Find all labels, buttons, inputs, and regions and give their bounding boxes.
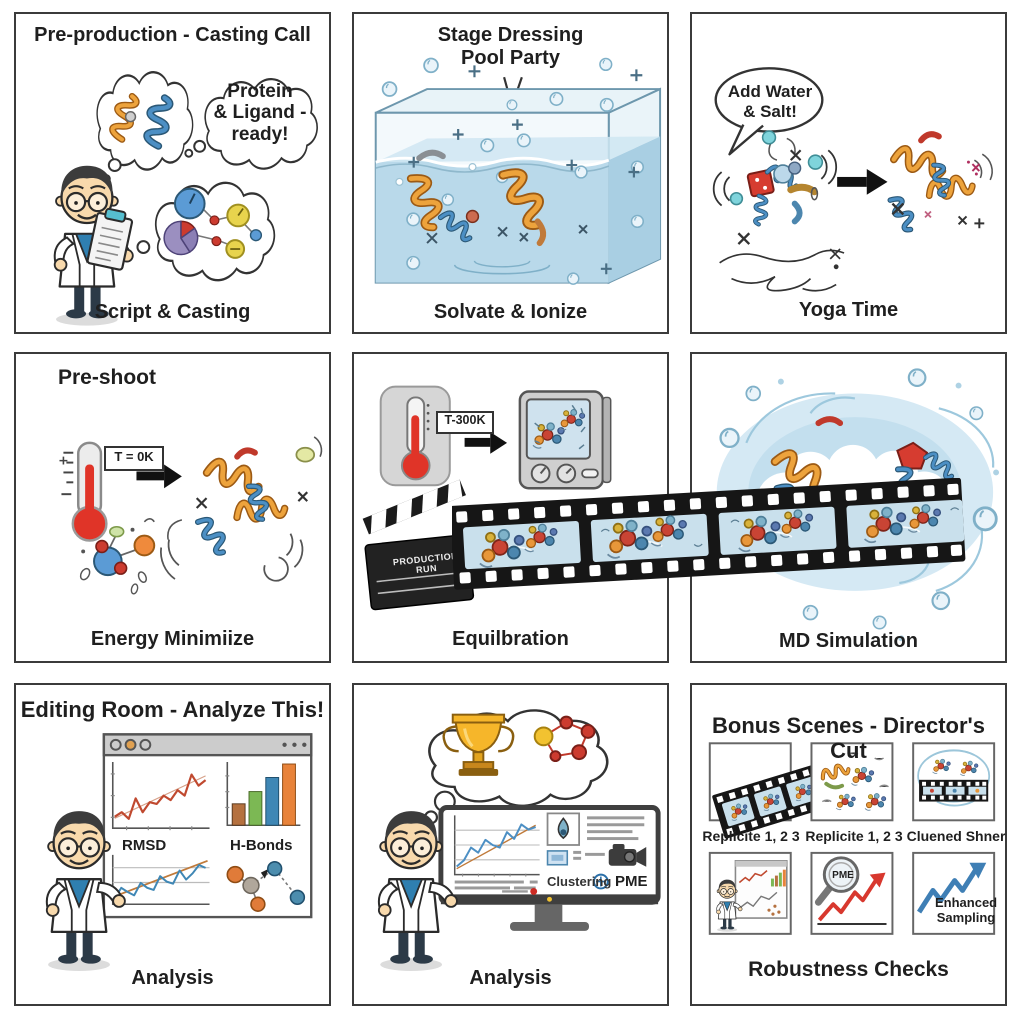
panel-caption: Script & Casting: [94, 301, 251, 323]
monitor: [438, 805, 661, 931]
panel-md-simulation: MD Simulation: [690, 352, 1007, 663]
arrow-right-icon: [837, 169, 888, 195]
clustering-label: Clustering: [547, 874, 612, 889]
pme-label: PME: [615, 873, 648, 890]
screen-line-chart: [453, 815, 540, 877]
panel-robustness-checks: Bonus Scenes - Director's Cut Replicite …: [690, 683, 1007, 1006]
replicate-caption-1: Replicite 1, 2 3: [702, 828, 800, 844]
panel-caption: Energy Minimiize: [90, 628, 255, 650]
panel-title: Editing Room - Analyze This!: [20, 697, 325, 722]
charts-window: [102, 733, 313, 919]
panel-caption: Solvate & Ionize: [433, 301, 588, 323]
ions-and-bubbles: [381, 57, 645, 285]
rmsd-label: RMSD: [122, 837, 167, 854]
hbonds-bar-chart: [225, 762, 301, 827]
panel-analysis-editing: Editing Room - Analyze This! RMSD H-Bond…: [14, 683, 331, 1006]
panel-energy-minimize: Pre-shoot T = 0K Energy Minimiize: [14, 352, 331, 663]
panel-caption: Equilbration: [452, 628, 569, 650]
subpanel-mini-scientist: [708, 851, 792, 935]
panel-caption: MD Simulation: [779, 630, 918, 652]
hbond-bar: [231, 803, 246, 826]
record-dot: [530, 887, 538, 895]
water-splash: [716, 368, 1000, 642]
rmsd-bottom-chart: [111, 854, 210, 906]
clustered-caption: Cluened Shner: [906, 828, 1006, 844]
screen-text-lines: [454, 880, 538, 890]
subpanel-replicates-film: [708, 742, 829, 839]
panel-title: Pre-production - Casting Call: [34, 24, 311, 46]
panel-yoga-time: Add Water & Salt! Yoga Time: [690, 12, 1007, 334]
thought-text: Protein & Ligand - ready!: [213, 81, 307, 145]
panel-caption: Analysis: [131, 967, 214, 989]
subpanel-clustered-film: [912, 742, 996, 822]
panel-title: Bonus Scenes - Director's Cut: [712, 713, 985, 764]
replicate-caption-2: Replicite 1, 2 3: [805, 828, 903, 844]
panel-caption: Analysis: [469, 967, 552, 989]
panel-caption: Robustness Checks: [748, 958, 949, 981]
pme-gear-icon: [592, 873, 609, 890]
panel-title: Stage Dressing Pool Party: [437, 24, 584, 69]
minimize-illustration: [59, 436, 323, 595]
bonus-illustration: [708, 742, 996, 935]
plus-ions: [408, 65, 643, 275]
bubbles: [719, 368, 1000, 642]
clip-and-camera-row: [546, 844, 647, 867]
panel-script-casting: Pre-production - Casting Call Protein & …: [14, 12, 331, 334]
thought-bubble-ligand-network: [136, 181, 276, 282]
thought-bubble-text: [184, 78, 319, 170]
cross-ions: [426, 224, 588, 244]
relaxing-protein: [159, 436, 323, 582]
panel-analysis-monitor: Clustering PME Analysis: [352, 683, 669, 1006]
water-tank-illustration: [374, 57, 662, 285]
molecule-icon: [533, 715, 596, 763]
swimming-proteins: [407, 149, 549, 247]
panel-equilibration: T-300K PRODUCTION RUN Equilbration: [352, 352, 669, 663]
enhanced-sampling-label: Enhanced Sampling: [935, 895, 998, 925]
hbonds-label: H-Bonds: [230, 837, 293, 854]
editing-illustration: [45, 733, 313, 973]
arrow-right-icon: [136, 464, 182, 489]
clipboard-icon: [86, 207, 134, 271]
clapperboard-icon: [362, 479, 475, 611]
rmsd-top-chart: [110, 762, 210, 831]
speech-text: Add Water & Salt!: [727, 82, 813, 121]
thought-bubble-trophy: [424, 709, 609, 825]
panel-caption: Yoga Time: [798, 299, 899, 321]
subpanel-pme-magnifier: [810, 851, 894, 935]
panel-title: Pre-shoot: [58, 366, 157, 389]
speech-bubble: [714, 67, 824, 156]
trophy-icon: [442, 713, 515, 776]
small-molecule: [79, 518, 156, 595]
casting-illustration: [53, 71, 319, 327]
subpanel-replicates-scatter: [810, 742, 894, 822]
window-dot: [139, 738, 152, 751]
temperature-label: T = 0K: [104, 446, 164, 471]
hbond-bar: [248, 791, 263, 826]
ground-squiggle: [719, 248, 845, 292]
window-dot: [124, 738, 137, 751]
analysis-illustration: [377, 709, 661, 973]
yoga-illustration: [712, 67, 993, 292]
thermostat-device: [518, 390, 612, 490]
thermometer-icon: [59, 441, 108, 542]
pme-lens-label: PME: [832, 870, 854, 881]
camera-icon: [608, 844, 647, 867]
hbond-bar: [282, 763, 296, 826]
folded-protein: [888, 131, 993, 232]
network-chart: [226, 860, 306, 912]
temperature-label: T-300K: [436, 411, 494, 434]
messy-molecule: [712, 130, 838, 245]
window-dot: [109, 738, 122, 751]
panel-solvate-ionize: Stage Dressing Pool Party Solvate & Ioni…: [352, 12, 669, 334]
equilibration-illustration: [362, 385, 612, 611]
subpanel-enhanced-sampling: [912, 851, 996, 935]
droplet-panel-icon: [546, 812, 645, 846]
arrow-right-icon: [464, 431, 508, 454]
thermometer-card: [379, 385, 451, 487]
splash-illustration: [716, 368, 1000, 642]
thought-bubble-proteins: [95, 71, 194, 184]
hbond-bar: [265, 777, 280, 826]
